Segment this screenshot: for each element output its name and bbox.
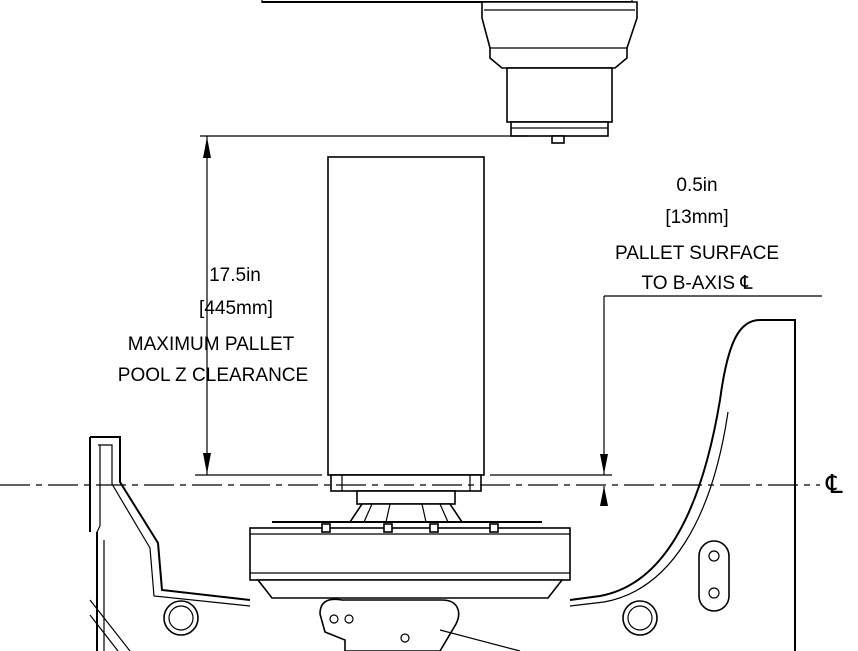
pallet bbox=[249, 490, 571, 599]
centerline-symbol: ℄ bbox=[825, 469, 843, 499]
clearance-label-line1: MAXIMUM PALLET bbox=[128, 334, 295, 355]
pallet-surface-label-line2: TO B-AXIS ℄ bbox=[641, 273, 753, 294]
pallet-surface-label-line1: PALLET SURFACE bbox=[615, 243, 779, 264]
bracket-right: [13mm] bbox=[665, 207, 728, 228]
clearance-value-mm: [445mm] bbox=[199, 298, 273, 319]
workpiece-block bbox=[327, 156, 485, 492]
inline-centerline-symbol: ℄ bbox=[739, 273, 753, 294]
clearance-value-in: 17.5in bbox=[209, 265, 261, 286]
clearance-dimension: 17.5in [445mm] MAXIMUM PALLET POOL Z CLE… bbox=[118, 135, 527, 476]
b-axis-centerline: ℄ bbox=[0, 469, 843, 499]
pallet-surface-value-in: 0.5in bbox=[676, 175, 717, 196]
pallet-surface-value-mm: [13mm] bbox=[665, 207, 728, 228]
pallet-surface-dimension: 0.5in [13mm] PALLET SURFACE TO B-AXIS ℄ bbox=[490, 175, 822, 506]
bracket-left: [445mm] bbox=[199, 298, 273, 319]
spindle bbox=[261, 0, 638, 144]
clearance-label-line2: POOL Z CLEARANCE bbox=[118, 365, 308, 386]
